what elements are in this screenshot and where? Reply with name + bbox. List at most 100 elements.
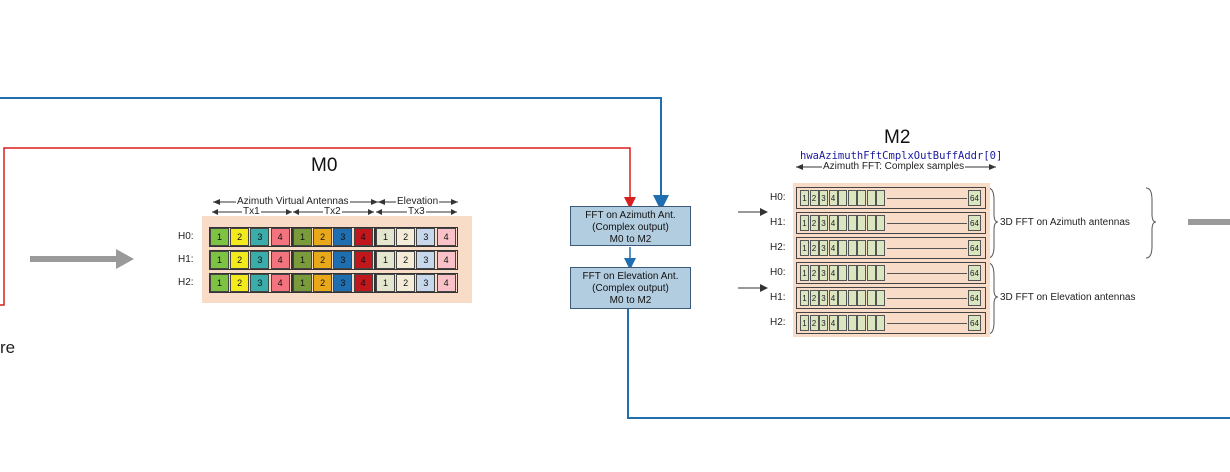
fft-azimuth-line3: M0 to M2 xyxy=(609,234,652,245)
m0-cell: 1 xyxy=(293,228,312,246)
m2-cell xyxy=(876,190,885,206)
m0-cell: 3 xyxy=(250,251,270,269)
m2-cell xyxy=(876,265,885,281)
m2-cell xyxy=(847,315,857,331)
m2-cell: 3 xyxy=(819,215,828,231)
m0-row-label: H0: xyxy=(178,231,194,242)
fft-azimuth-box: FFT on Azimuth Ant. (Complex output) M0 … xyxy=(570,206,691,246)
m0-cell: 3 xyxy=(333,274,353,292)
truncated-label: re xyxy=(0,338,16,357)
m2-cell: 1 xyxy=(800,240,809,256)
red-wire xyxy=(0,147,636,306)
m2-cell: 4 xyxy=(828,240,838,256)
m0-cell: 1 xyxy=(376,274,395,292)
m2-last-cell: 64 xyxy=(968,215,981,231)
m2-cell xyxy=(866,265,876,281)
m2-cell: 2 xyxy=(809,290,819,306)
m0-cell-group xyxy=(292,227,375,247)
m0-cell-group xyxy=(209,273,292,293)
m2-cell xyxy=(838,315,847,331)
m2-title: M2 xyxy=(884,127,911,148)
m0-cell: 4 xyxy=(270,228,290,246)
m2-cell xyxy=(857,190,866,206)
m2-cell xyxy=(876,240,885,256)
m0-cell: 1 xyxy=(376,251,395,269)
m0-cell: 1 xyxy=(293,274,312,292)
m2-cell: 4 xyxy=(828,265,838,281)
m0-cell: 3 xyxy=(250,274,270,292)
m2-cell: 2 xyxy=(809,190,819,206)
m0-cell-group xyxy=(209,227,292,247)
elevation-brace xyxy=(987,262,999,335)
m0-cell: 4 xyxy=(353,274,373,292)
m2-cell xyxy=(866,240,876,256)
m0-cell-group xyxy=(375,273,458,293)
m2-cell: 4 xyxy=(828,290,838,306)
m0-cell: 2 xyxy=(230,274,250,292)
m2-cell xyxy=(847,265,857,281)
m2-cell: 1 xyxy=(800,315,809,331)
m2-cell: 1 xyxy=(800,190,809,206)
m0-cell: 2 xyxy=(313,228,333,246)
m2-cell xyxy=(857,240,866,256)
m0-cell: 1 xyxy=(293,251,312,269)
m2-cell xyxy=(857,215,866,231)
m2-cell xyxy=(876,315,885,331)
m2-cell: 2 xyxy=(809,240,819,256)
m2-cell xyxy=(866,290,876,306)
m2-cell: 2 xyxy=(809,215,819,231)
m0-cell: 2 xyxy=(396,228,416,246)
m2-last-cell: 64 xyxy=(968,315,981,331)
m2-buffer-address: hwaAzimuthFftCmplxOutBuffAddr[0] xyxy=(800,150,1003,162)
m2-row-line xyxy=(887,298,967,299)
m0-cell: 2 xyxy=(230,251,250,269)
m0-tx3-header: Tx3 xyxy=(407,206,426,217)
m0-cell: 3 xyxy=(250,228,270,246)
m2-cell xyxy=(838,240,847,256)
m0-cell: 3 xyxy=(333,251,353,269)
m0-cell: 2 xyxy=(313,274,333,292)
m0-cell: 4 xyxy=(436,251,456,269)
blue-bottom-wire xyxy=(627,309,1230,419)
m2-cell: 4 xyxy=(828,315,838,331)
m2-row-label: H1: xyxy=(770,217,786,228)
m0-cell: 2 xyxy=(230,228,250,246)
m0-cell: 1 xyxy=(210,251,229,269)
m0-cell: 3 xyxy=(416,228,436,246)
m2-row-line xyxy=(887,248,967,249)
m2-cell: 1 xyxy=(800,290,809,306)
m2-row-label: H0: xyxy=(770,267,786,278)
blue-top-wire xyxy=(0,97,669,211)
m0-title: M0 xyxy=(311,155,338,176)
m0-cell: 2 xyxy=(396,251,416,269)
m2-cell: 1 xyxy=(800,215,809,231)
m0-cell-group xyxy=(375,250,458,270)
fft-azimuth-line1: FFT on Azimuth Ant. xyxy=(585,210,676,221)
m0-azimuth-header: Azimuth Virtual Antennas xyxy=(236,196,350,207)
m2-cell: 3 xyxy=(819,290,828,306)
m2-cell xyxy=(876,290,885,306)
m2-row-label: H0: xyxy=(770,192,786,203)
m2-row-label: H2: xyxy=(770,242,786,253)
m2-last-cell: 64 xyxy=(968,265,981,281)
m0-cell: 3 xyxy=(416,274,436,292)
m2-header: Azimuth FFT: Complex samples xyxy=(822,161,966,172)
m2-last-cell: 64 xyxy=(968,190,981,206)
m2-row-label: H1: xyxy=(770,292,786,303)
m2-cell: 1 xyxy=(800,265,809,281)
m0-cell: 4 xyxy=(270,274,290,292)
m2-cell xyxy=(857,265,866,281)
m0-tx2-header: Tx2 xyxy=(323,206,342,217)
azimuth-brace xyxy=(987,187,999,259)
m2-cell xyxy=(847,240,857,256)
m0-cell-group xyxy=(209,250,292,270)
m2-cell: 3 xyxy=(819,240,828,256)
m0-cell: 1 xyxy=(376,228,395,246)
m2-cell: 4 xyxy=(828,215,838,231)
